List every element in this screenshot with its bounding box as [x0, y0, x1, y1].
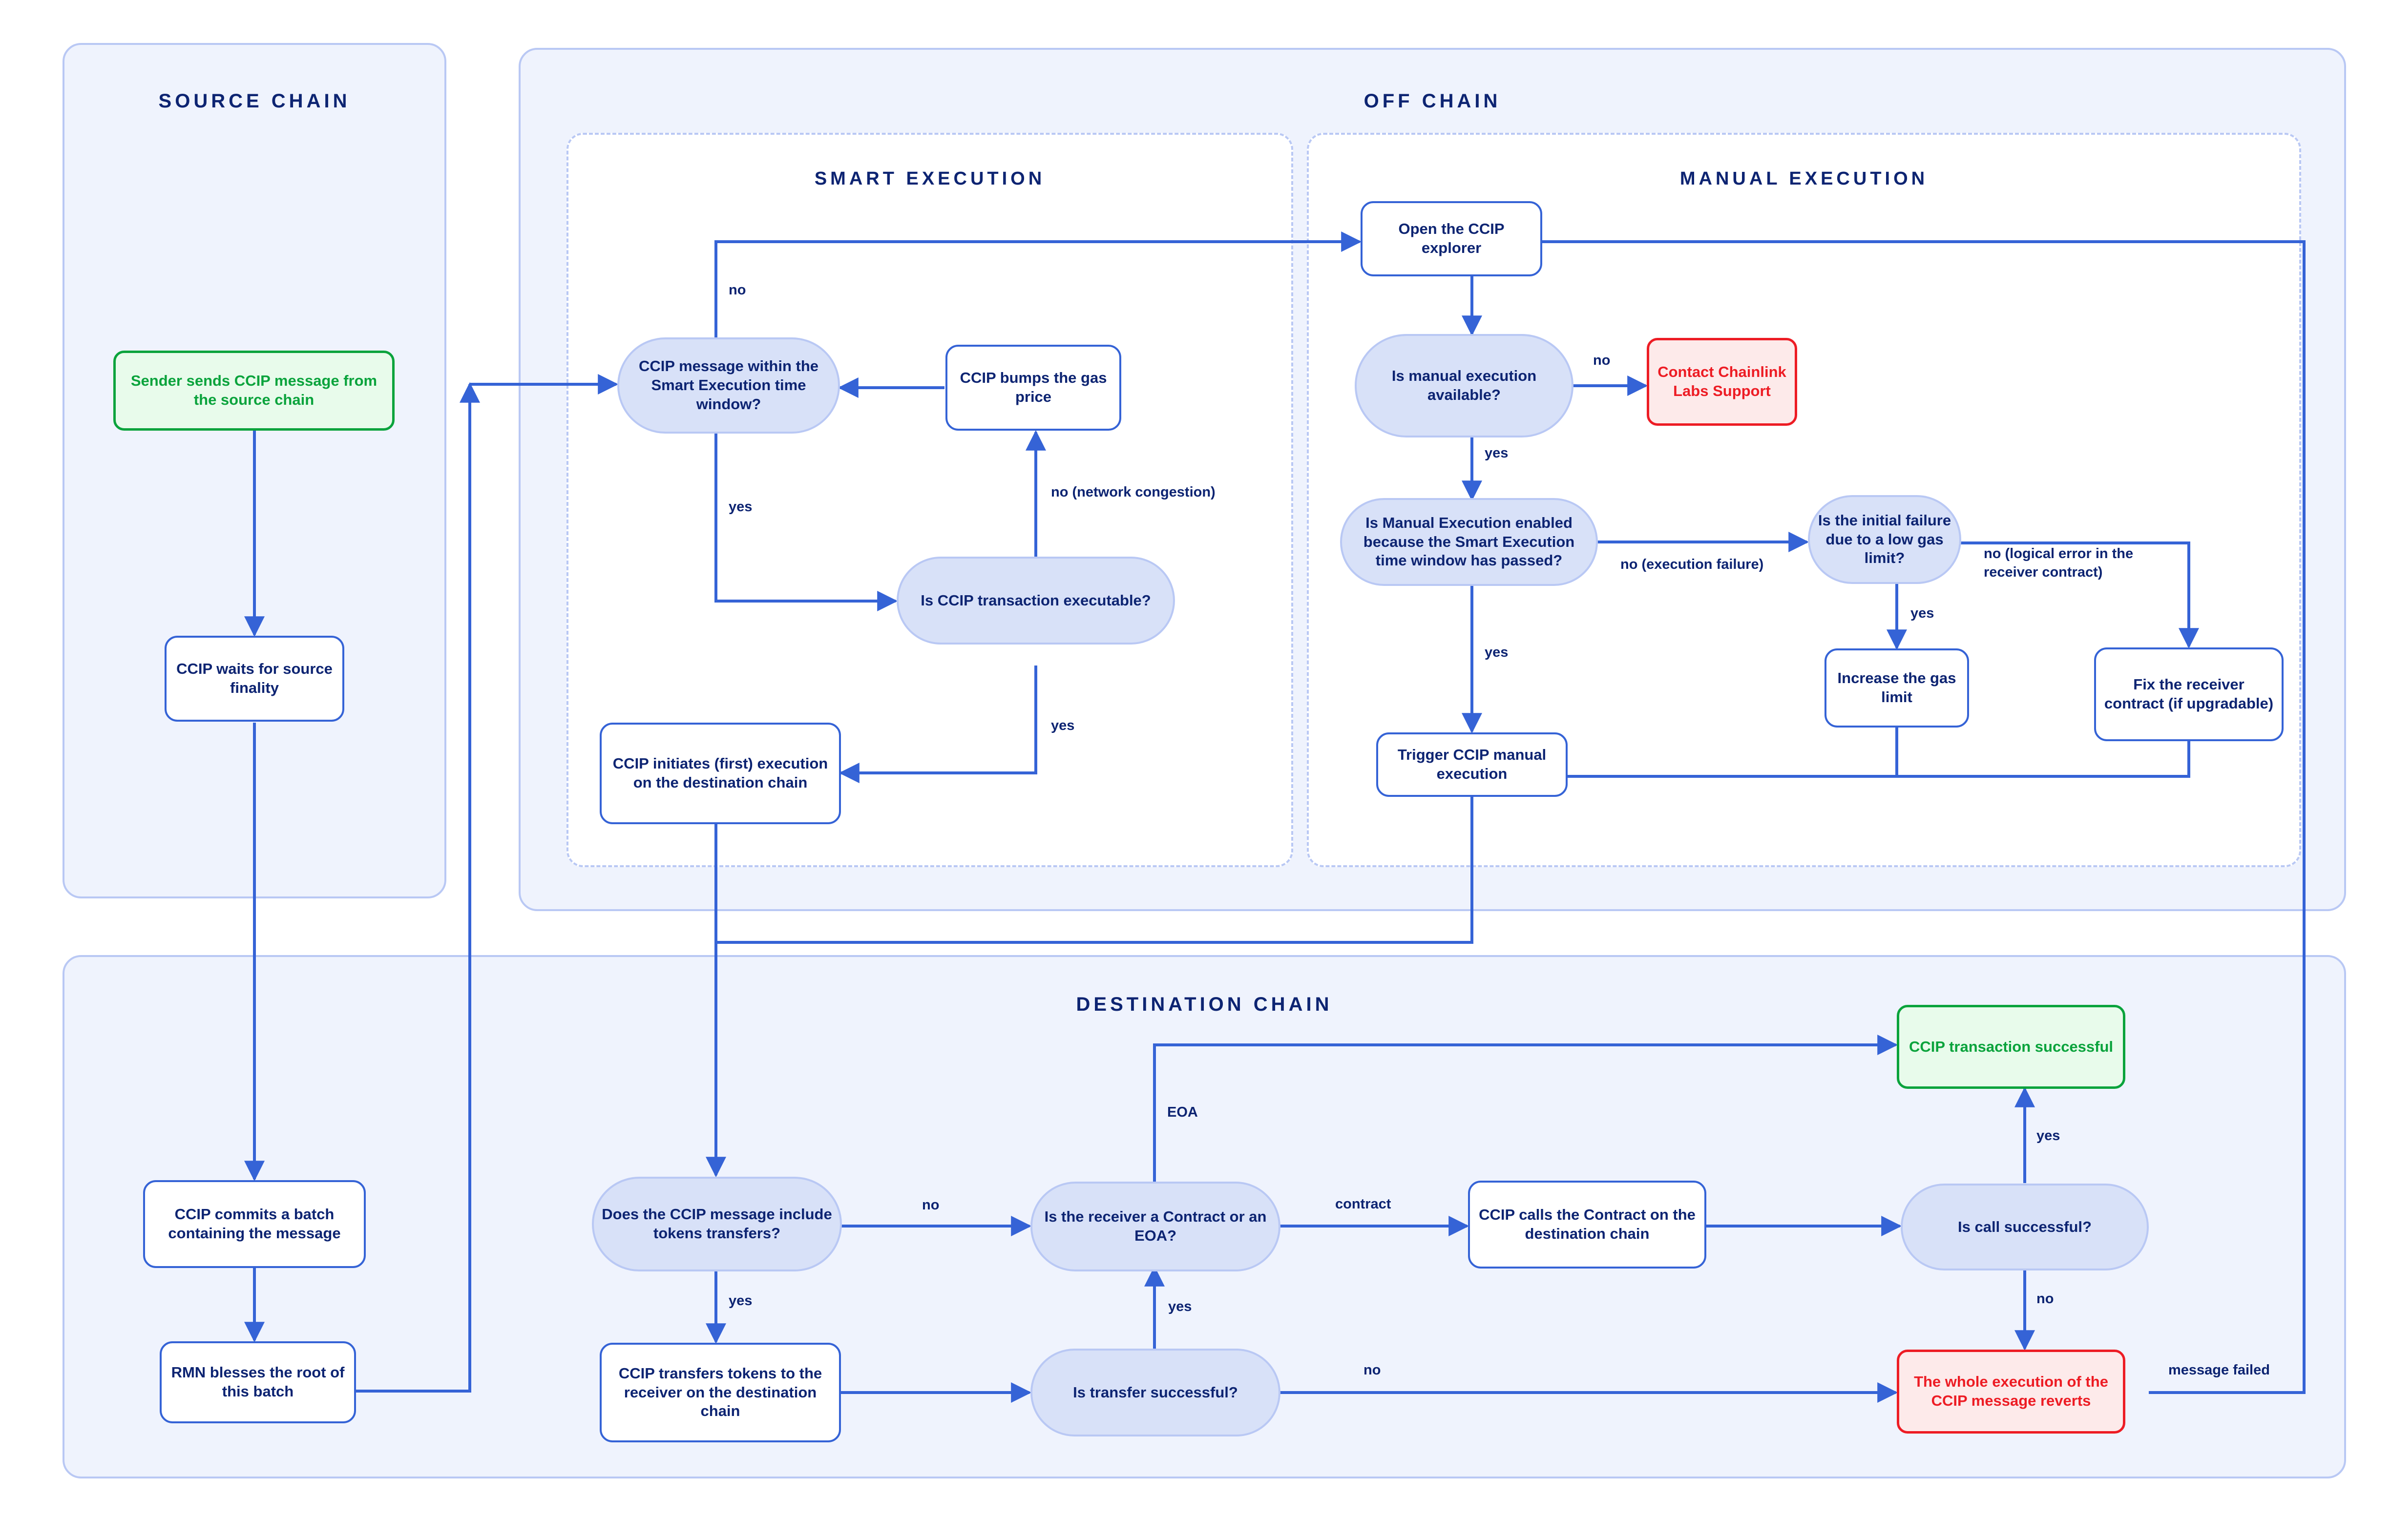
- edge-label-transfer-no: no: [1363, 1362, 1381, 1378]
- edge-label-executable-yes: yes: [1051, 718, 1075, 733]
- node-ccip-initiates-execution[interactable]: CCIP initiates (first) execution on the …: [600, 723, 841, 824]
- edge-label-call-yes: yes: [2036, 1128, 2060, 1144]
- node-fix-receiver-contract[interactable]: Fix the receiver contract (if upgradable…: [2094, 647, 2284, 741]
- node-ccip-commits-batch[interactable]: CCIP commits a batch containing the mess…: [143, 1180, 366, 1268]
- node-ccip-message-reverts[interactable]: The whole execution of the CCIP message …: [1897, 1350, 2125, 1434]
- lane-source-chain: [63, 43, 446, 898]
- edge-label-window-yes: yes: [729, 499, 753, 515]
- node-is-ccip-transaction-executable[interactable]: Is CCIP transaction executable?: [897, 557, 1175, 645]
- node-increase-gas-limit[interactable]: Increase the gas limit: [1825, 648, 1969, 728]
- node-is-manual-execution-enabled[interactable]: Is Manual Execution enabled because the …: [1340, 498, 1598, 586]
- subzone-manual-execution-title: MANUAL EXECUTION: [1679, 168, 1929, 189]
- edge-label-logical-error-no: no (logical error in the receiver contra…: [1984, 545, 2155, 582]
- node-is-receiver-contract-or-eoa[interactable]: Is the receiver a Contract or an EOA?: [1030, 1182, 1280, 1271]
- node-rmn-blesses-root[interactable]: RMN blesses the root of this batch: [160, 1341, 356, 1423]
- node-is-transfer-successful[interactable]: Is transfer successful?: [1030, 1349, 1280, 1436]
- node-is-call-successful[interactable]: Is call successful?: [1901, 1184, 2149, 1270]
- node-ccip-bumps-gas-price[interactable]: CCIP bumps the gas price: [945, 345, 1121, 431]
- edge-label-receiver-contract: contract: [1335, 1196, 1391, 1212]
- node-ccip-waits-for-source-finality[interactable]: CCIP waits for source finality: [165, 636, 344, 722]
- lane-source-chain-title: SOURCE CHAIN: [158, 90, 351, 112]
- lane-destination-chain-title: DESTINATION CHAIN: [1076, 994, 1333, 1015]
- edge-label-tokens-yes: yes: [729, 1293, 753, 1309]
- lane-off-chain-title: OFF CHAIN: [1363, 90, 1501, 112]
- edge-label-logical-error-no-text: no (logical error in the receiver contra…: [1984, 546, 2134, 580]
- edge-label-receiver-eoa: EOA: [1167, 1104, 1198, 1120]
- node-ccip-transfers-tokens[interactable]: CCIP transfers tokens to the receiver on…: [600, 1343, 841, 1442]
- node-ccip-transaction-successful[interactable]: CCIP transaction successful: [1897, 1005, 2125, 1089]
- edge-label-network-congestion-no: no (network congestion): [1051, 484, 1216, 500]
- edge-label-execution-failure-no: no (execution failure): [1620, 557, 1764, 572]
- edge-label-manual-enabled-yes: yes: [1485, 645, 1509, 660]
- node-ccip-calls-contract[interactable]: CCIP calls the Contract on the destinati…: [1468, 1181, 1706, 1269]
- subzone-smart-execution-title: SMART EXECUTION: [814, 168, 1046, 189]
- node-does-message-include-token-transfers[interactable]: Does the CCIP message include tokens tra…: [592, 1177, 842, 1271]
- edge-label-call-no: no: [2036, 1291, 2054, 1307]
- node-sender-sends-ccip-message[interactable]: Sender sends CCIP message from the sourc…: [113, 351, 395, 431]
- node-ccip-message-within-smart-execution-window[interactable]: CCIP message within the Smart Execution …: [617, 337, 840, 434]
- node-open-ccip-explorer[interactable]: Open the CCIP explorer: [1361, 201, 1542, 276]
- node-contact-chainlink-labs-support[interactable]: Contact Chainlink Labs Support: [1647, 338, 1797, 426]
- edge-label-manual-available-no: no: [1593, 353, 1611, 368]
- edge-label-message-failed: message failed: [2168, 1362, 2270, 1378]
- edge-label-window-no: no: [729, 282, 746, 298]
- edge-label-tokens-no: no: [922, 1197, 940, 1213]
- node-is-manual-execution-available[interactable]: Is manual execution available?: [1355, 334, 1573, 437]
- edge-label-transfer-yes: yes: [1168, 1299, 1192, 1314]
- node-trigger-ccip-manual-execution[interactable]: Trigger CCIP manual execution: [1376, 732, 1568, 797]
- edge-label-gas-limit-yes: yes: [1910, 605, 1934, 621]
- node-is-initial-failure-low-gas-limit[interactable]: Is the initial failure due to a low gas …: [1808, 495, 1961, 584]
- edge-label-manual-available-yes: yes: [1485, 445, 1509, 461]
